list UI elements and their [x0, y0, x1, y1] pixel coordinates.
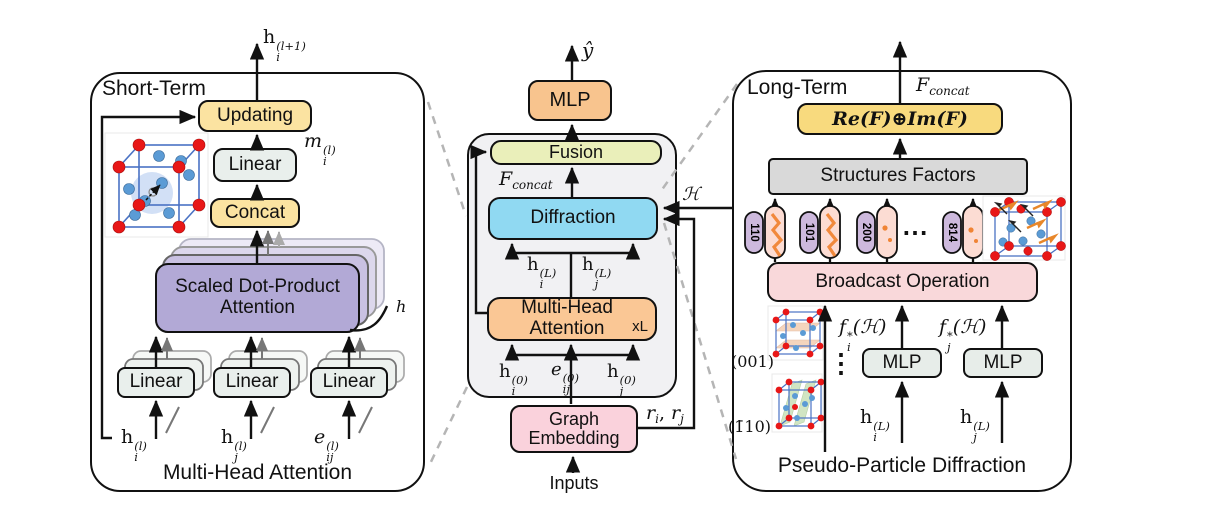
mlp-box-middle: MLP: [528, 80, 612, 121]
linear-label: Linear: [225, 371, 279, 393]
m-i-l-label: m(l)i: [304, 130, 336, 168]
re-im-label: Re(F)⊕Im(F): [832, 107, 968, 130]
graph-embedding-label: Embedding: [528, 428, 620, 448]
e-ij-0-label: e(0)ij: [551, 359, 579, 396]
graph-embedding-box: Graph Embedding: [510, 405, 638, 453]
h-i-l-input-label: h(l)i: [121, 426, 147, 464]
mlp-label: MLP: [983, 351, 1023, 373]
attention-label: Scaled Dot-Product Attention: [175, 276, 340, 318]
fusion-label: Fusion: [548, 141, 604, 162]
h-j-L-label-middle: h(L)j: [582, 254, 612, 291]
ellipsis-horizontal: ⋯: [902, 217, 928, 247]
left-panel-caption: Multi-Head Attention: [162, 461, 353, 484]
linear-label: Linear: [322, 371, 376, 393]
updating-box: Updating: [198, 100, 312, 132]
e-ij-l-input-label: e(l)ij: [314, 426, 339, 464]
f-concat-label-middle: Fconcat: [499, 168, 553, 192]
h-i-0-label: h(0)i: [499, 361, 528, 398]
h-i-L-label-right: h(L)i: [860, 406, 890, 444]
linear-box-top: Linear: [213, 148, 297, 182]
y-hat-label: ŷ: [582, 38, 594, 62]
broadcast-operation-box: Broadcast Operation: [767, 262, 1038, 302]
inputs-label: Inputs: [549, 473, 599, 493]
linear-box-1: Linear: [117, 367, 195, 398]
hkl-set-label: ℋ: [682, 184, 700, 205]
right-panel-caption: Pseudo-Particle Diffraction: [777, 454, 1027, 477]
h-i-l1-label: h(l+1)i: [263, 26, 306, 64]
h-i-L-label-middle: h(L)i: [527, 254, 557, 291]
multi-head-attention-box: Multi-Head Attention xL: [487, 297, 657, 341]
plane-110-label: (1̄10): [728, 417, 772, 436]
scaled-dot-product-attention-box: Scaled Dot-Product Attention: [155, 263, 360, 333]
f-j-star-label: f*j(ℋ): [939, 316, 987, 354]
f-concat-label-right: Fconcat: [916, 74, 970, 98]
f-i-star-label: f*i(ℋ): [839, 316, 887, 354]
heads-count-label: h: [396, 297, 407, 316]
structures-factors-box: Structures Factors: [768, 158, 1028, 195]
mlp-box-j: MLP: [963, 348, 1043, 378]
plane-001-label: (001): [731, 352, 775, 371]
diffraction-box: Diffraction: [488, 197, 658, 240]
concat-label: Concat: [224, 201, 286, 223]
mha-label: Multi-Head Attention: [521, 297, 613, 339]
mlp-label: MLP: [549, 88, 591, 111]
linear-label: Linear: [129, 371, 183, 393]
mlp-label: MLP: [882, 351, 922, 373]
h-j-l-input-label: h(l)j: [221, 426, 247, 464]
long-term-title: Long-Term: [747, 76, 848, 99]
mlp-box-i: MLP: [862, 348, 942, 378]
layer-repeat-label: xL: [632, 317, 648, 335]
linear-box-2: Linear: [213, 367, 291, 398]
broadcast-label: Broadcast Operation: [815, 270, 990, 292]
structures-factors-label: Structures Factors: [820, 165, 976, 187]
linear-box-3: Linear: [310, 367, 388, 398]
graph-embedding-label: Graph: [548, 408, 600, 429]
h-j-L-label-right: h(L)j: [960, 406, 990, 444]
linear-label: Linear: [228, 153, 282, 175]
h-j-0-label: h(0)j: [607, 361, 636, 398]
fusion-box: Fusion: [490, 140, 662, 165]
updating-label: Updating: [216, 104, 294, 126]
concat-box: Concat: [210, 198, 300, 228]
diffraction-label: Diffraction: [530, 207, 616, 229]
short-term-title: Short-Term: [102, 77, 206, 100]
ellipsis-vertical: ⋮: [828, 348, 854, 378]
r-i-r-j-label: ri, rj: [646, 402, 684, 426]
re-im-box: Re(F)⊕Im(F): [797, 103, 1003, 135]
